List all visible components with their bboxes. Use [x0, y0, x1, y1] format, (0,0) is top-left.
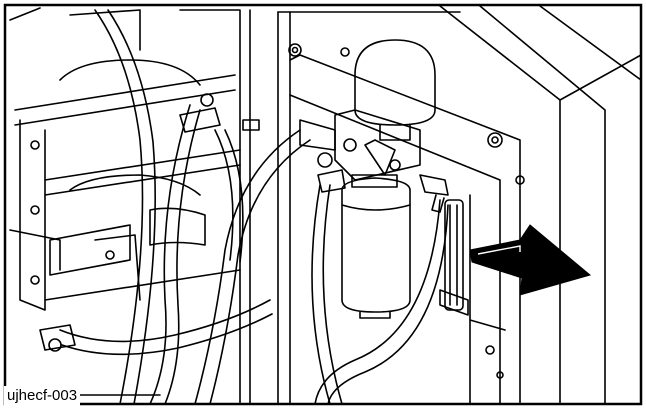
cabinet-panel: [277, 5, 642, 405]
figure-border: [3, 3, 643, 406]
arrow-highlight: [477, 245, 521, 255]
callout-arrow: [469, 224, 592, 296]
bracket-bolts: [288, 43, 525, 379]
sight-gauge: [439, 199, 469, 316]
filter-canister: [341, 174, 411, 319]
accumulator-dome: [354, 39, 436, 141]
hose-fittings: [317, 169, 449, 213]
hoses: [59, 9, 449, 405]
hose-clamps: [39, 93, 260, 352]
figure-id-label: ujhecf-003: [4, 386, 81, 406]
engine-frame: [9, 7, 251, 405]
filter-head: [299, 109, 421, 181]
